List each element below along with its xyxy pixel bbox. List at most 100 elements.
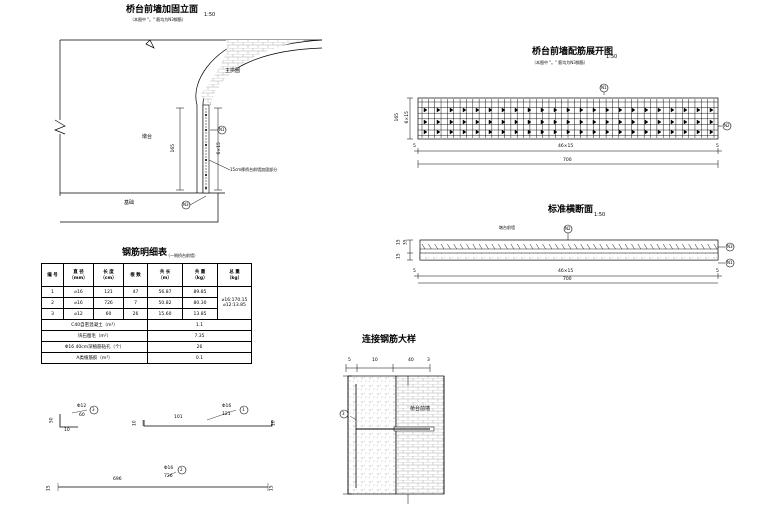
header-diameter: 直 径（mm） bbox=[63, 263, 94, 287]
section-n2-text: N2 bbox=[565, 226, 571, 231]
cell: 3 bbox=[41, 308, 64, 320]
material-label: 块石凿毛（m²） bbox=[41, 330, 148, 342]
section-title: 标准横断面 bbox=[548, 205, 594, 215]
cell: 15.60 bbox=[147, 308, 183, 320]
header-total-length: 共 长（m） bbox=[147, 263, 183, 287]
cell: ⌀16 bbox=[63, 297, 94, 309]
elevation-n1-text: N1 bbox=[219, 127, 225, 132]
material-value: 1.1 bbox=[147, 319, 252, 331]
material-label: Φ16 40cm深植筋钻孔（个） bbox=[41, 341, 148, 353]
cell: 2 bbox=[41, 297, 64, 309]
material-value: 0.1 bbox=[147, 352, 252, 364]
mesh-dim-total: 700 bbox=[563, 158, 572, 163]
elevation-title: 桥台前墙加固立面 bbox=[126, 5, 199, 15]
cell: 121 bbox=[93, 286, 124, 298]
bar1-segment: 101 bbox=[174, 415, 183, 420]
section-label: 墩台前墙 bbox=[499, 225, 515, 230]
bar3-tag bbox=[89, 405, 99, 415]
elevation-height-dim: 165 bbox=[171, 143, 177, 153]
main-arch-label: 主拱圈 bbox=[225, 68, 241, 74]
detail-label: 桥台前墙 bbox=[410, 406, 431, 412]
section-dim-v1: 15 bbox=[396, 239, 402, 246]
header-length: 长 度（cm） bbox=[93, 263, 124, 287]
bar2-tag bbox=[177, 465, 187, 475]
section-dim-v3: 15 bbox=[396, 253, 402, 260]
section-n2-tag bbox=[563, 224, 573, 234]
bar1-diameter: Φ16 bbox=[222, 404, 232, 409]
bar1-tag bbox=[239, 405, 249, 415]
mesh-title: 桥台前墙配筋展开图 bbox=[532, 47, 614, 57]
rebar-table: 编 号 直 径（mm） 长 度（cm） 根 数 共 长（m） 共 重（kg） 总… bbox=[41, 263, 252, 364]
cell: ⌀16 bbox=[63, 286, 94, 298]
mesh-n1-tag bbox=[599, 83, 609, 93]
rebar-table-title: 钢筋明细表 bbox=[122, 248, 168, 258]
section-scale: 1:50 bbox=[594, 212, 606, 218]
material-value: 26 bbox=[147, 341, 252, 353]
cell: 89.85 bbox=[182, 286, 218, 298]
detail-tag-text: 3 bbox=[342, 411, 345, 416]
mesh-dim-spacing: 6×15 bbox=[404, 111, 410, 124]
material-label: C40自密混凝土（m³） bbox=[41, 319, 148, 331]
bar2-segment: 696 bbox=[113, 477, 122, 482]
material-row: C40自密混凝土（m³） 1.1 bbox=[41, 319, 252, 331]
elevation-note: （本图中 "。" 筋均为N3钢筋） bbox=[130, 17, 186, 22]
cell: 47 bbox=[123, 286, 148, 298]
bar3-diameter: Φ12 bbox=[77, 404, 87, 409]
mesh-n1-text: N1 bbox=[601, 85, 607, 90]
detail-tag bbox=[339, 409, 349, 419]
section-dim-mid: 46×15 bbox=[558, 269, 574, 274]
bar1-number: 1 bbox=[242, 407, 245, 412]
abutment-label: 墩台 bbox=[142, 134, 153, 140]
mesh-n2-tag bbox=[722, 121, 732, 131]
rebar-table-subtitle: （一侧桥台前墙） bbox=[166, 253, 198, 258]
bar2-end-right: 15 bbox=[269, 485, 275, 492]
section-dim-total: 700 bbox=[563, 277, 572, 282]
elevation-spacing-dim: 6×15 bbox=[216, 142, 222, 155]
mesh-note: （本图中 "。" 筋均为N3钢筋） bbox=[532, 60, 588, 65]
thickening-label: 15cm厚桥台前墙加固部分 bbox=[230, 167, 278, 172]
header-no: 编 号 bbox=[41, 263, 64, 287]
material-row: Φ16 40cm深植筋钻孔（个） 26 bbox=[41, 341, 252, 353]
grand-total-16: ⌀16:170.15 bbox=[221, 298, 248, 303]
section-n3-tag bbox=[725, 242, 735, 252]
material-value: 7.35 bbox=[147, 330, 252, 342]
detail-dim-a: 5 bbox=[348, 358, 351, 363]
cell: 26 bbox=[123, 308, 148, 320]
cell: 726 bbox=[93, 297, 124, 309]
table-row: 2 ⌀16 726 7 50.82 80.30 bbox=[41, 297, 252, 309]
material-label: A类植筋胶（m³） bbox=[41, 352, 148, 364]
section-n1-tag bbox=[725, 258, 735, 268]
bar2-length: 726 bbox=[164, 474, 173, 479]
bar3-leg: 10 bbox=[64, 428, 70, 433]
grand-total-12: ⌀12:13.85 bbox=[223, 303, 246, 308]
bar2-diameter: Φ16 bbox=[164, 466, 174, 471]
cell: 60 bbox=[93, 308, 124, 320]
connection-detail bbox=[339, 364, 445, 504]
bar3-length: 60 bbox=[79, 413, 85, 418]
mesh-scale: 1:50 bbox=[606, 54, 618, 60]
elevation-n3-text: N3 bbox=[183, 202, 189, 207]
detail-dim-d: 3 bbox=[427, 358, 430, 363]
header-total-weight: 共 重（kg） bbox=[182, 263, 218, 287]
cell: 56.87 bbox=[147, 286, 183, 298]
cell: 13.85 bbox=[182, 308, 218, 320]
header-count: 根 数 bbox=[123, 263, 148, 287]
section-n1-text: N1 bbox=[727, 260, 733, 265]
rebar-table-header: 编 号 直 径（mm） 长 度（cm） 根 数 共 长（m） 共 重（kg） 总… bbox=[41, 263, 252, 287]
elevation-view bbox=[54, 39, 323, 223]
detail-dim-b: 10 bbox=[372, 358, 378, 363]
section-dim-right: 5 bbox=[716, 269, 719, 274]
bar1-end-left: 10 bbox=[132, 420, 138, 427]
bar2-end-left: 15 bbox=[46, 485, 52, 492]
mesh-dim-left: 5 bbox=[413, 144, 416, 149]
detail-dim-c: 40 bbox=[408, 358, 414, 363]
mesh-n2-text: N2 bbox=[724, 123, 730, 128]
grand-total-cell: ⌀16:170.15 ⌀12:13.85 bbox=[217, 286, 252, 320]
cell: 80.30 bbox=[182, 297, 218, 309]
cell: 50.82 bbox=[147, 297, 183, 309]
material-row: 块石凿毛（m²） 7.35 bbox=[41, 330, 252, 342]
mesh-dim-mid: 46×15 bbox=[558, 144, 574, 149]
cell: 7 bbox=[123, 297, 148, 309]
section-dim-left: 5 bbox=[413, 269, 416, 274]
